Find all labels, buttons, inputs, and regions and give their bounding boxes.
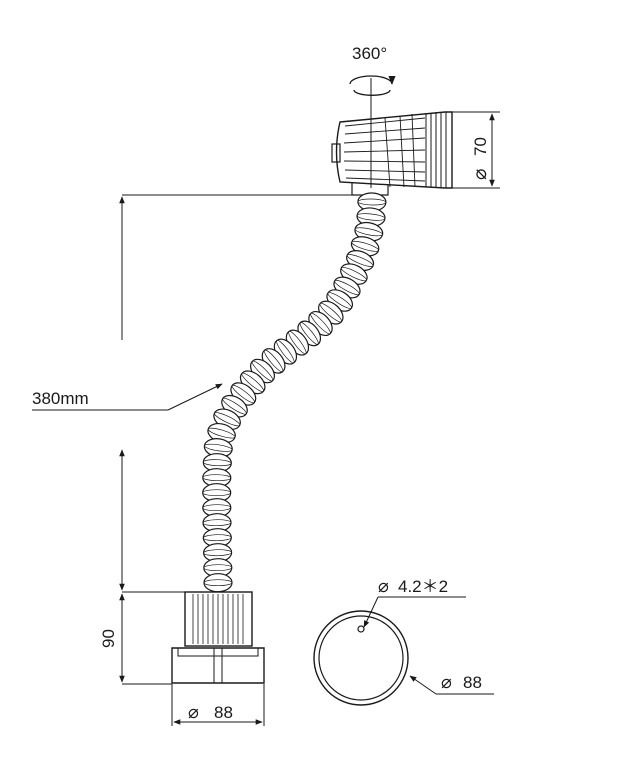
gooseneck-segment-band [319,302,342,323]
hole-diameter-symbol: ⌀ [378,576,389,596]
head-diameter-value: 70 [471,137,490,156]
gooseneck-segment-band [357,198,387,206]
gooseneck-segment-band [231,384,255,404]
gooseneck-segment-band [202,504,232,512]
plate-leader [409,675,437,695]
gooseneck-segment-band [214,412,241,427]
rotation-arrow [349,75,396,85]
lamp-base [171,591,265,684]
head-diameter-symbol: ⌀ [470,169,491,180]
gooseneck-segment-band [202,474,232,482]
plate-outer [313,610,409,706]
gooseneck-segment-band [207,427,236,439]
gooseneck-segment-band [354,227,383,237]
gooseneck-segment-band [340,267,367,282]
gooseneck-segment-band [204,443,233,452]
rotation-label: 360° [352,44,387,63]
gooseneck-segment [203,573,233,593]
mounting-plate: ⌀ 4.2＊2 ⌀ 88 [313,576,494,706]
gooseneck-segment-band [310,312,331,335]
plate-diameter-value: 88 [463,673,482,692]
neck-height-dimension: 380mm [32,194,352,593]
neck-length-label: 380mm [32,389,89,408]
gooseneck-segment-band [202,519,232,527]
base-lower [171,647,265,684]
base-diameter-value: 88 [214,703,233,722]
gooseneck-segment-band [263,349,284,373]
plate-diameter-symbol: ⌀ [441,672,452,692]
neck-length-leader [167,383,223,411]
base-diameter-dimension: ⌀ 88 [171,684,265,726]
gooseneck-segment-band [356,213,386,221]
gooseneck-segment-band [202,534,232,542]
gooseneck-segment-band [203,549,232,557]
hole-leader [363,596,379,628]
gooseneck-segment-band [251,360,274,382]
base-diameter-symbol: ⌀ [188,702,199,722]
gooseneck-segment-band [276,339,295,364]
gooseneck [202,192,387,593]
gooseneck-segment-band [288,330,307,355]
gooseneck-segment-band [203,579,233,587]
gooseneck-segment-band [202,489,232,497]
base-upper [184,591,253,647]
gooseneck-segment-band [351,240,379,252]
lamp-head-knob [331,143,341,163]
rotation-arrow-lower [353,89,391,96]
base-height-value: 90 [99,629,118,648]
gooseneck-segment-band [334,279,360,296]
lamp-head-body [335,111,453,189]
gooseneck-segment-band [203,564,233,572]
gooseneck-segment-band [222,397,247,415]
mounting-hole [357,625,365,633]
gooseneck-segment-band [346,254,374,267]
gooseneck-segment-band [327,292,352,309]
plate-inner [318,615,404,701]
lamp-head: 360° ⌀ 70 [331,44,500,196]
hole-spec-value: 4.2＊2 [398,577,448,596]
gooseneck-segment-band [202,459,232,467]
gooseneck-segment-band [299,322,319,345]
base-height-dimension: 90 [99,593,172,685]
gooseneck-segment-band [241,372,264,392]
